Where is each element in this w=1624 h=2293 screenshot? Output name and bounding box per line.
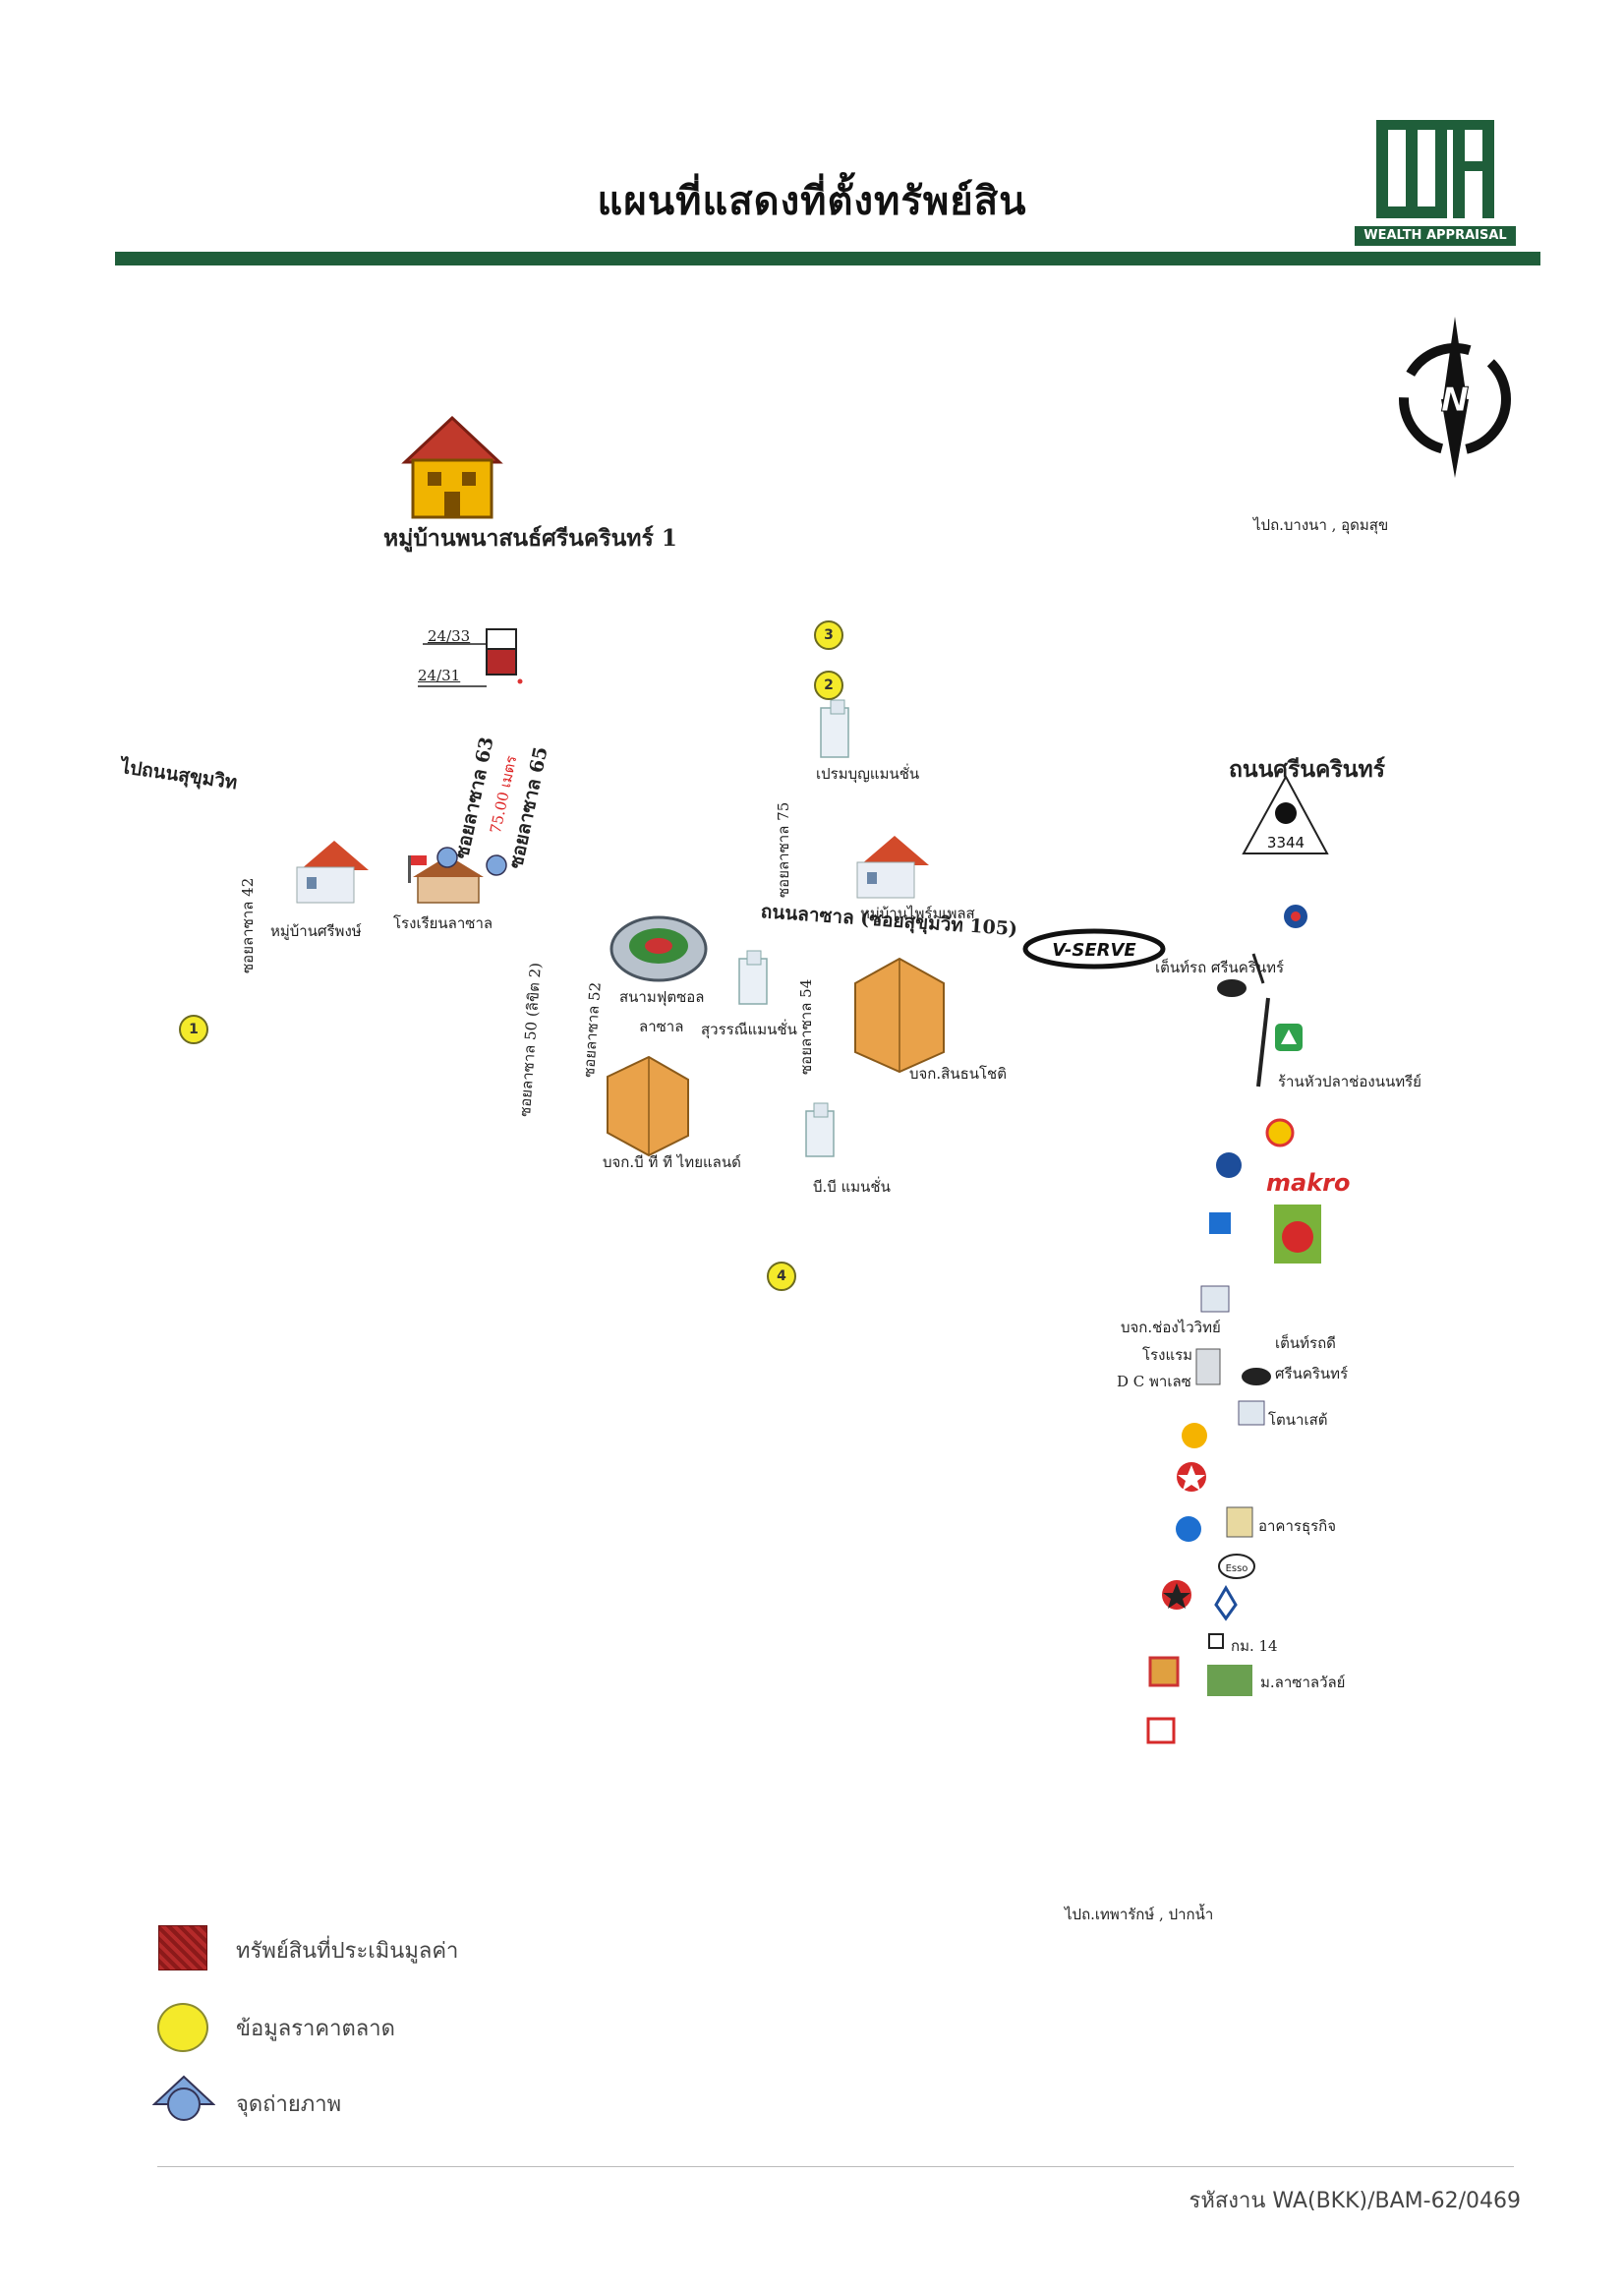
house-icon-sripong xyxy=(296,841,369,904)
esso-icon xyxy=(1218,1554,1255,1579)
building-icon-jk xyxy=(1226,1506,1253,1538)
bank-icon-3 xyxy=(1176,1516,1201,1542)
university-icon xyxy=(1207,1665,1252,1696)
svg-text:3344: 3344 xyxy=(1267,834,1305,852)
village-house-icon xyxy=(401,415,503,519)
prombun-mansion-label: เปรมบุญแมนชั่น xyxy=(816,765,920,783)
fish-restaurant-label: ร้านหัวปลาช่องนนทรีย์ xyxy=(1278,1073,1421,1090)
soi-54-label: ซอยลาซาล 54 xyxy=(797,978,815,1075)
building-icon-chongwiwat xyxy=(1200,1285,1230,1313)
stadium-label-1: สนามฟุตซอล xyxy=(619,988,705,1006)
village-sripong-label: หมู่บ้านศรีพงษ์ xyxy=(270,922,362,940)
dc-hotel-label-1: โรงแรม xyxy=(1142,1346,1193,1364)
btt-thailand-label: บจก.บี ที ที ไทยแลนด์ xyxy=(603,1153,741,1171)
building-jk-label: อาคารธุรกิจ xyxy=(1258,1517,1337,1535)
stadium-icon xyxy=(609,915,708,982)
market-marker-4: 4 xyxy=(767,1262,796,1291)
km14-label: กม. 14 xyxy=(1231,1637,1278,1655)
north-arrow-icon: N xyxy=(1386,313,1524,480)
chong-wiwat-label: บจก.ช่องไววิทย์ xyxy=(1121,1319,1221,1336)
village-pananason-label: หมู่บ้านพนาสนธ์ศรีนครินทร์ 1 xyxy=(383,525,677,552)
tent-rod2-label-2: ศรีนครินทร์ xyxy=(1275,1365,1349,1382)
plot-top-number: 24/33 xyxy=(428,627,471,645)
job-code: รหัสงาน WA(BKK)/BAM-62/0469 xyxy=(1189,2189,1521,2213)
plot-bottom-number: 24/31 xyxy=(418,667,461,684)
market-marker-1: 1 xyxy=(179,1015,208,1044)
v-serve-logo: V-SERVE xyxy=(1022,928,1166,970)
photo-point-icon xyxy=(436,847,507,876)
tent-rod-label: เต็นท์รถ ศรีนครินทร์ xyxy=(1155,959,1285,976)
bank-icon-4 xyxy=(1214,1585,1238,1621)
krungsri-icon xyxy=(1182,1423,1207,1448)
subject-property-plot xyxy=(486,648,517,676)
bank-icon-5 xyxy=(1148,1656,1180,1687)
hotel-icon xyxy=(1195,1348,1221,1385)
sinthanachot-label: บจก.สินธนโชติ xyxy=(909,1065,1007,1083)
tower-icon-suwan xyxy=(738,950,768,1005)
to-theparak-label: ไปถ.เทพารักษ์ , ปากน้ำ xyxy=(1065,1906,1214,1923)
bank-icon-6 xyxy=(1146,1717,1176,1744)
bb-mansion-label: บี.บี แมนชั่น xyxy=(813,1178,891,1196)
to-bangna-label: ไปถ.บางนา , อุดมสุข xyxy=(1253,516,1389,534)
page-title: แผนที่แสดงที่ตั้งทรัพย์สิน xyxy=(597,179,1027,224)
svg-text:V-SERVE: V-SERVE xyxy=(1052,940,1136,961)
bank-icon-1 xyxy=(1216,1152,1242,1178)
dc-hotel-label-2: D C พาเลซ xyxy=(1117,1373,1191,1390)
car-icon-2 xyxy=(1242,1368,1271,1385)
km-marker-icon xyxy=(1208,1633,1224,1649)
market-marker-3: 3 xyxy=(814,620,843,650)
logo-caption: WEALTH APPRAISAL xyxy=(1355,226,1516,246)
market-marker-2: 2 xyxy=(814,671,843,700)
tower-icon-bb xyxy=(805,1102,835,1157)
tower-icon-prombun xyxy=(820,699,849,758)
school-icon xyxy=(408,855,484,904)
route-3344-sign: 3344 xyxy=(1242,774,1329,854)
legend-subject-swatch xyxy=(158,1925,207,1970)
makro-logo: makro xyxy=(1266,1169,1351,1197)
building-icon-btt xyxy=(607,1055,689,1157)
car-icon xyxy=(1217,979,1247,997)
building-icon-honda xyxy=(1238,1400,1265,1426)
compass-letter: N xyxy=(1441,381,1469,420)
soi-42-label: ซอยลาซาล 42 xyxy=(239,877,257,973)
house-icon-primeplace xyxy=(856,836,929,899)
legend-subject-label: ทรัพย์สินที่ประเมินมูลค่า xyxy=(236,1939,459,1964)
legend-market-label: ข้อมูลราคาตลาด xyxy=(236,2017,395,2041)
lasalle-uni-label: ม.ลาซาลวัลย์ xyxy=(1260,1674,1346,1691)
svg-text:Esso: Esso xyxy=(1226,1563,1248,1574)
legend-market-swatch xyxy=(157,2003,208,2052)
shell-icon xyxy=(1265,1118,1295,1147)
soi-75-label: ซอยลาซาล 75 xyxy=(775,801,792,898)
stadium-label-2: ลาซาล xyxy=(639,1018,684,1035)
wealth-appraisal-logo xyxy=(1347,110,1524,248)
village-primeplace-label: หมู่บ้านไพร์มเพลส xyxy=(860,905,975,922)
lasalle-school-label: โรงเรียนลาซาล xyxy=(393,914,493,932)
legend-photo-icon xyxy=(151,2075,216,2128)
srinakarin-road-line xyxy=(1256,997,1270,1088)
footer-divider xyxy=(157,2166,1514,2167)
bank-icon-2 xyxy=(1209,1212,1231,1234)
plot-24-33 xyxy=(486,628,517,652)
tent-rod2-label-1: เต็นท์รถดี xyxy=(1275,1334,1336,1352)
legend-photo-label: จุดถ่ายภาพ xyxy=(236,2092,342,2117)
suwan-mansion-label: สุวรรณีแมนชั่น xyxy=(701,1021,797,1038)
honda-label: โตนาเสต้ xyxy=(1268,1411,1328,1429)
building-icon-sinthanachot xyxy=(854,957,945,1074)
srinakarin-road-label: ถนนศรีนครินทร์ xyxy=(1229,756,1386,783)
title-divider xyxy=(115,252,1540,265)
